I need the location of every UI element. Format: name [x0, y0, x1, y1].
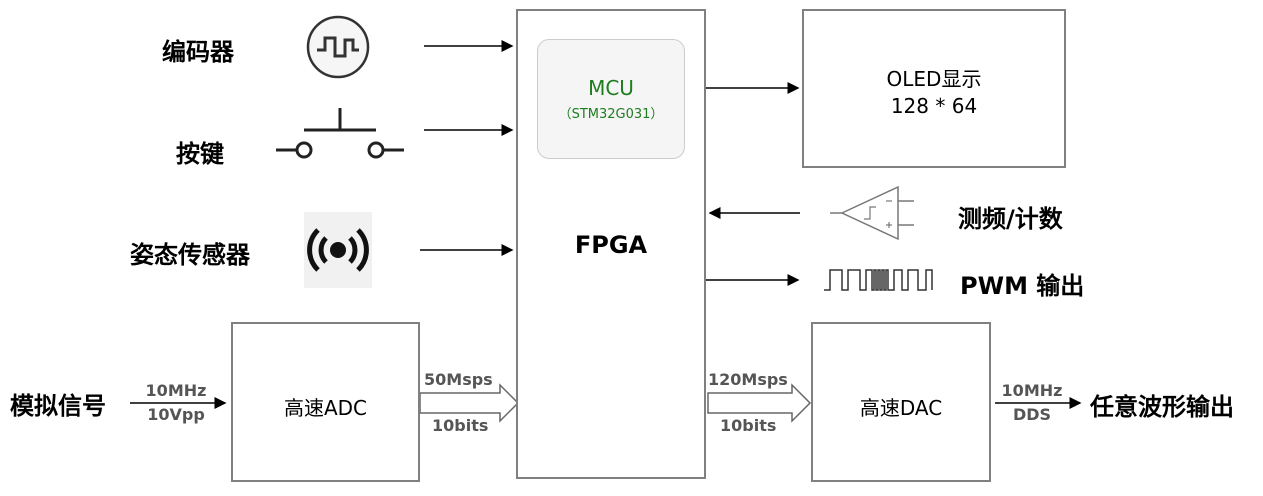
- pwm-waveform-icon: [824, 269, 933, 291]
- mcu-block: [537, 39, 685, 159]
- arbitrary-waveform-output-label: 任意波形输出: [1090, 393, 1234, 421]
- button-label: 按键: [176, 140, 224, 168]
- analog-signal-label: 模拟信号: [10, 392, 106, 420]
- dac-output-freq: 10MHz: [1001, 381, 1063, 400]
- encoder-icon: [306, 15, 370, 79]
- adc-output-rate: 50Msps: [424, 370, 493, 389]
- mcu-title: MCU: [588, 76, 634, 100]
- dac-block: [811, 322, 991, 482]
- mcu-part: （STM32G031）: [558, 107, 664, 122]
- dac-input-rate: 120Msps: [708, 370, 788, 389]
- dac-output-mode: DDS: [1012, 405, 1052, 424]
- sensor-icon: [307, 228, 369, 272]
- pwm-output-label: PWM 输出: [960, 272, 1085, 300]
- adc-label: 高速ADC: [283, 396, 368, 420]
- encoder-label: 编码器: [162, 38, 234, 66]
- attitude-sensor-label: 姿态传感器: [130, 241, 250, 269]
- fpga-label: FPGA: [574, 231, 648, 259]
- dac-input-bits: 10bits: [720, 416, 777, 435]
- freq-counter-label: 测频/计数: [958, 205, 1063, 233]
- dac-label: 高速DAC: [859, 396, 943, 420]
- adc-output-bits: 10bits: [432, 416, 489, 435]
- oled-line2: 128 * 64: [890, 94, 978, 118]
- adc-input-amplitude: 10Vpp: [147, 405, 205, 424]
- oled-block: [802, 9, 1066, 168]
- adc-block: [231, 322, 420, 482]
- comparator-icon: [830, 185, 914, 241]
- adc-input-freq: 10MHz: [145, 381, 207, 400]
- push-button-icon: [276, 108, 404, 159]
- oled-line1: OLED显示: [886, 67, 982, 91]
